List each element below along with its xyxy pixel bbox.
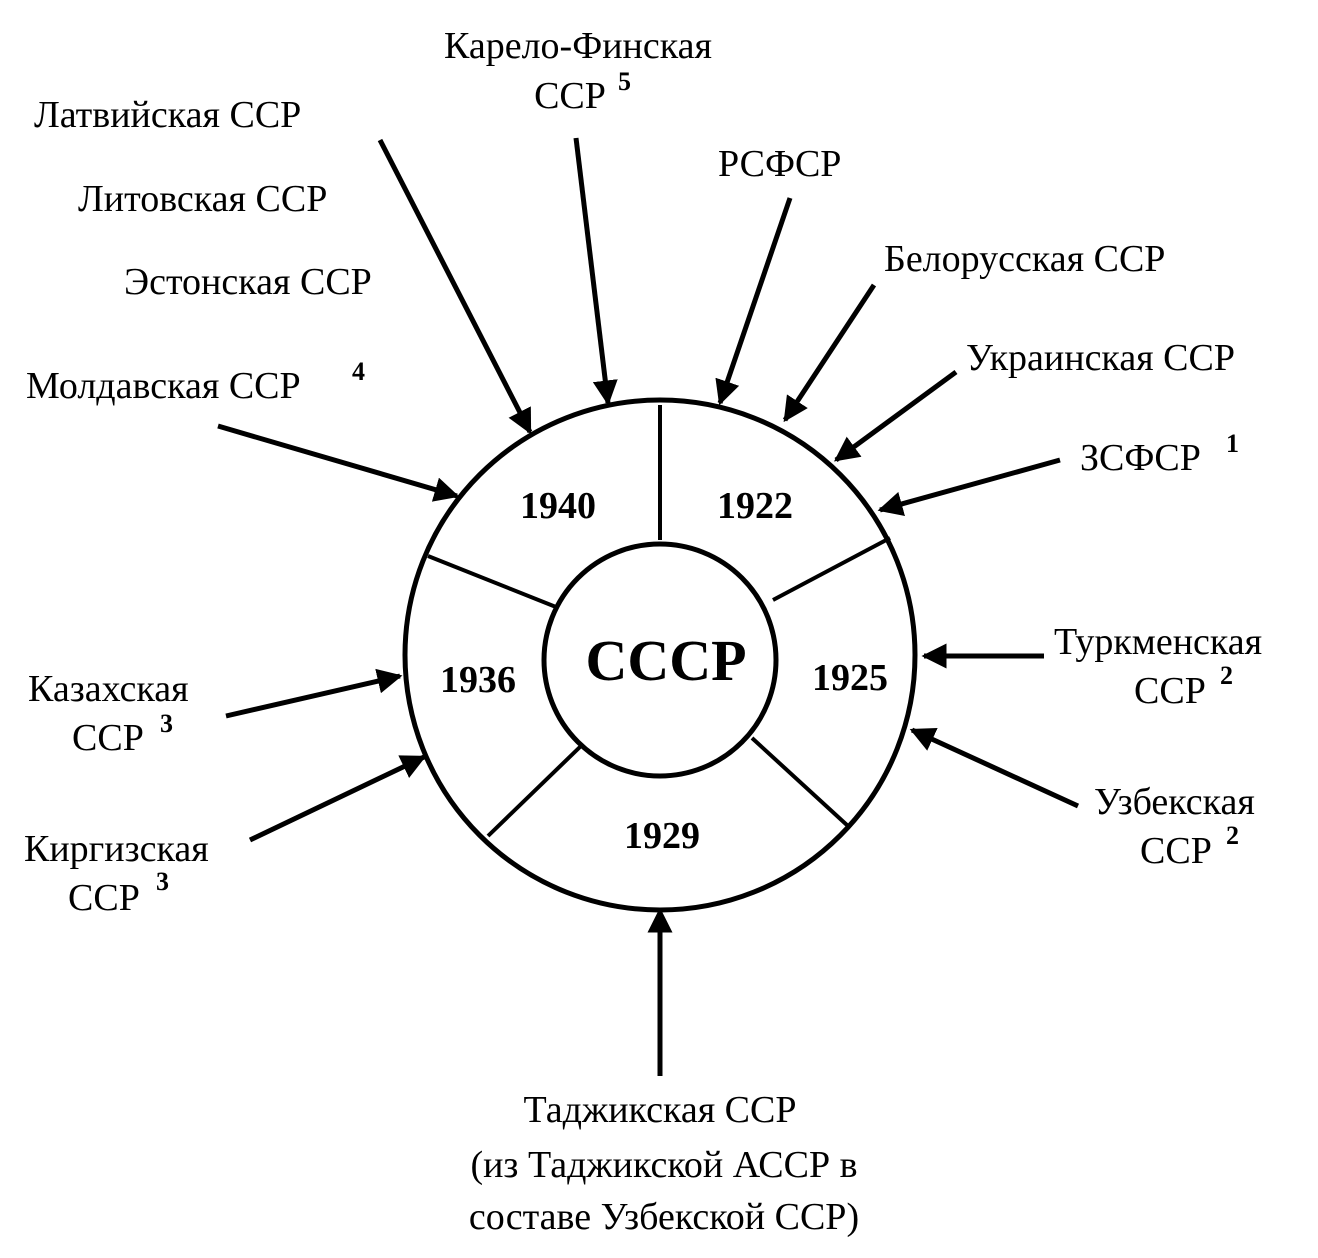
- arrow-zsfsr: [877, 457, 1061, 517]
- arrow-baltic: [377, 138, 533, 435]
- note-turkmen: 2: [1220, 661, 1233, 690]
- inner-circle: [541, 541, 779, 779]
- label-uzbek-line1: Узбекская: [1094, 781, 1255, 823]
- note-karelo-finnish: 5: [618, 67, 631, 96]
- arrow-uzbek: [909, 727, 1080, 809]
- note-kazakh: 3: [160, 709, 173, 738]
- arrow-ukrainian: [833, 369, 958, 463]
- label-belarusian: Белорусская ССР: [884, 238, 1165, 280]
- note-zsfsr: 1: [1226, 429, 1239, 458]
- label-kazakh-line2: ССР: [72, 717, 144, 759]
- arrow-rsfsr: [715, 197, 793, 406]
- label-kyrgyz-line1: Киргизская: [24, 828, 209, 870]
- label-kazakh-line1: Казахская: [28, 668, 189, 710]
- label-estonian: Эстонская ССР: [124, 261, 372, 303]
- arrow-belarusian: [782, 283, 877, 423]
- label-latvian: Латвийская ССР: [34, 94, 301, 136]
- label-zsfsr: ЗСФСР: [1080, 437, 1201, 479]
- label-lithuanian: Литовская ССР: [78, 178, 327, 220]
- year-1929: 1929: [624, 815, 700, 857]
- note-uzbek: 2: [1226, 821, 1239, 850]
- center-label: СССР: [585, 628, 746, 693]
- label-moldavian: Молдавская ССР: [26, 365, 301, 407]
- divider-1922-1925: [772, 536, 891, 602]
- label-tajik-line3: составе Узбекской ССР): [469, 1196, 859, 1238]
- arrow-kyrgyz: [248, 754, 427, 843]
- arrow-moldavian: [217, 423, 460, 502]
- note-moldavian: 4: [352, 357, 365, 386]
- year-1936: 1936: [440, 659, 516, 701]
- label-tajik-line1: Таджикская ССР: [524, 1089, 797, 1131]
- label-turkmen-line2: ССР: [1134, 670, 1206, 712]
- divider-1925-1929: [750, 736, 850, 828]
- label-rsfsr: РСФСР: [718, 143, 841, 185]
- year-1940: 1940: [520, 485, 596, 527]
- label-tajik-line2: (из Таджикской АССР в: [470, 1144, 857, 1186]
- year-1925: 1925: [812, 657, 888, 699]
- label-karelo-finnish-line2: ССР: [534, 75, 606, 117]
- label-ukrainian: Украинская ССР: [966, 337, 1235, 379]
- label-kyrgyz-line2: ССР: [68, 877, 140, 919]
- label-uzbek-line2: ССР: [1140, 830, 1212, 872]
- divider-1936-1940: [427, 554, 557, 609]
- label-karelo-finnish-line1: Карело-Финская: [444, 25, 712, 67]
- note-kyrgyz: 3: [156, 867, 169, 896]
- year-1922: 1922: [717, 485, 793, 527]
- label-turkmen-line1: Туркменская: [1054, 621, 1262, 663]
- arrow-kazakh: [225, 668, 403, 719]
- arrow-karelo-finnish: [573, 137, 618, 406]
- divider-1929-1936: [486, 743, 584, 838]
